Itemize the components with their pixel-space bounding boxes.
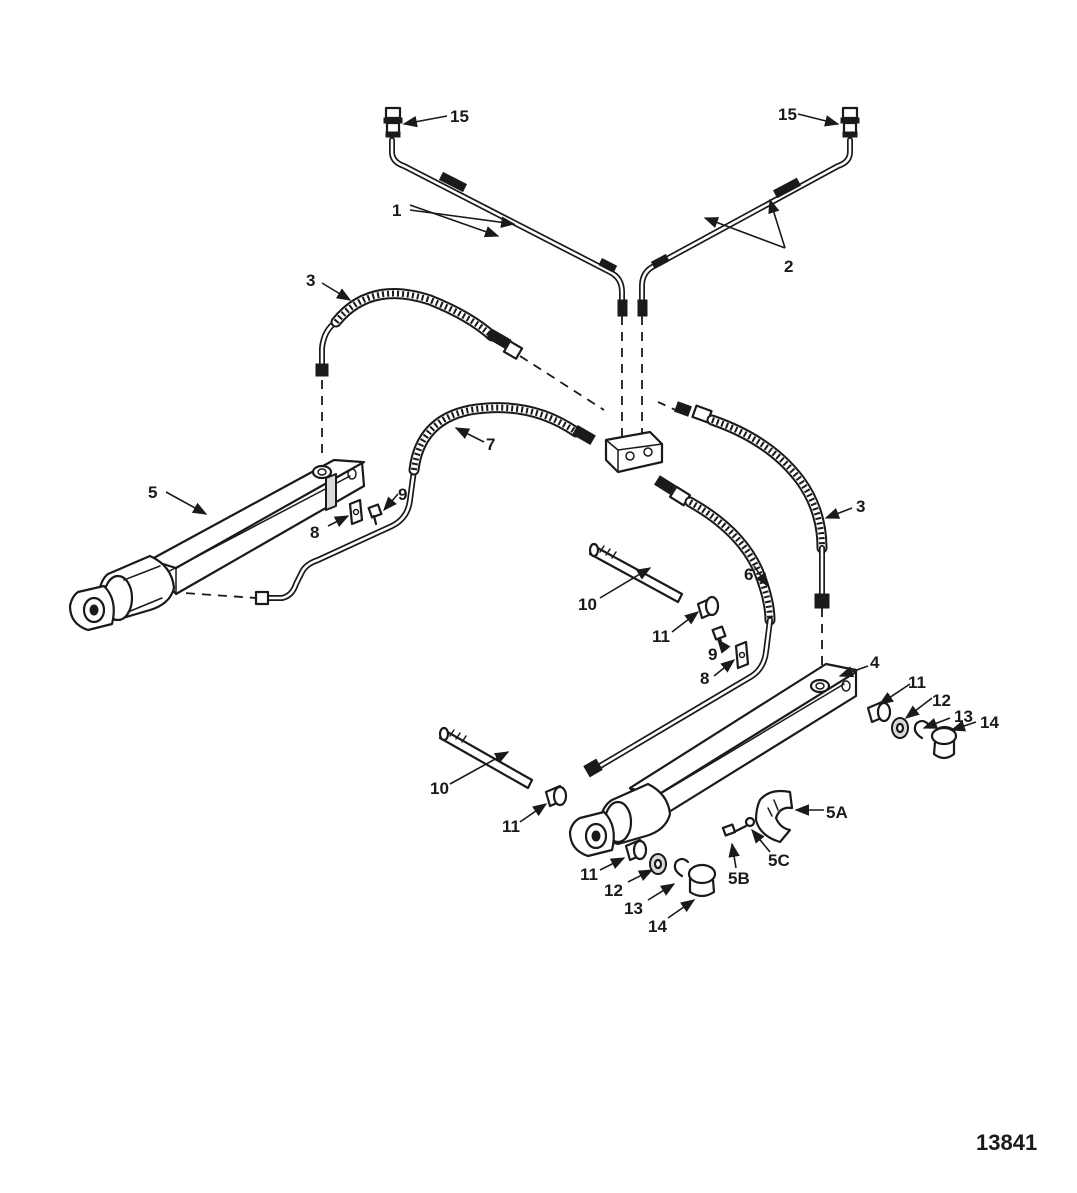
leader-lines: [165, 113, 977, 919]
pin-10-lower: [438, 726, 534, 790]
washer-12-right: [891, 717, 909, 739]
assembly-dashed-lines: [169, 316, 823, 668]
callout-labels: 1 2 3 3 4 5 5A 5B 5C 6 7 8 8 9 9 10 10 1…: [148, 105, 999, 936]
cylinder-5: [68, 458, 366, 632]
label-11-right: 11: [908, 673, 926, 692]
hose-7: [254, 402, 596, 606]
label-15-right: 15: [778, 105, 797, 124]
screw-9-left: [367, 503, 383, 526]
retaining-ring-13-front: [673, 857, 690, 878]
washer-5c: [744, 816, 756, 828]
cylinder-4: [568, 662, 858, 858]
bushing-11-lower: [544, 784, 568, 808]
manifold-block: [604, 430, 664, 474]
label-14-front: 14: [648, 917, 667, 936]
label-1: 1: [392, 201, 401, 220]
label-11-front: 11: [580, 865, 598, 884]
label-2: 2: [784, 257, 793, 276]
pin-10-upper: [588, 542, 684, 604]
label-12-right: 12: [932, 691, 951, 710]
bleed-screw-right: [840, 106, 860, 138]
label-11-upper: 11: [652, 627, 670, 646]
label-15-left: 15: [450, 107, 469, 126]
label-3-right: 3: [856, 497, 865, 516]
label-13-front: 13: [624, 899, 643, 918]
label-11-lower: 11: [502, 817, 520, 836]
hose-3-left: [315, 288, 524, 377]
screw-9-right: [711, 625, 727, 648]
cap-14-right: [930, 725, 958, 760]
washer-12-front: [649, 853, 667, 875]
label-5a: 5A: [826, 803, 848, 822]
label-10-lower: 10: [430, 779, 449, 798]
retaining-ring-13-right: [913, 719, 930, 740]
figure-number: 13841: [976, 1130, 1037, 1155]
anode-5a: [754, 789, 794, 844]
label-4: 4: [870, 653, 880, 672]
label-9-left: 9: [398, 485, 407, 504]
label-13-right: 13: [954, 707, 973, 726]
bleed-screw-left: [383, 106, 403, 138]
label-7: 7: [486, 435, 495, 454]
cap-14-front: [687, 863, 717, 898]
label-5b: 5B: [728, 869, 750, 888]
label-14-right: 14: [980, 713, 999, 732]
clip-8-left: [348, 498, 364, 526]
hose-3-right: [674, 401, 830, 609]
label-5c: 5C: [768, 851, 790, 870]
screw-5b: [721, 823, 748, 837]
label-8-left: 8: [310, 523, 319, 542]
hose-6: [583, 475, 776, 778]
bushing-11-right: [866, 700, 892, 724]
bushing-11-upper: [696, 595, 720, 620]
clip-8-right: [734, 640, 750, 670]
label-10-upper: 10: [578, 595, 597, 614]
tube-2: [637, 137, 853, 317]
tube-1: [389, 137, 628, 317]
label-8-right: 8: [700, 669, 709, 688]
label-5: 5: [148, 483, 157, 502]
label-9-right: 9: [708, 645, 717, 664]
label-12-front: 12: [604, 881, 623, 900]
bushing-11-front: [624, 838, 648, 862]
label-6: 6: [744, 565, 753, 584]
label-3-left: 3: [306, 271, 315, 290]
